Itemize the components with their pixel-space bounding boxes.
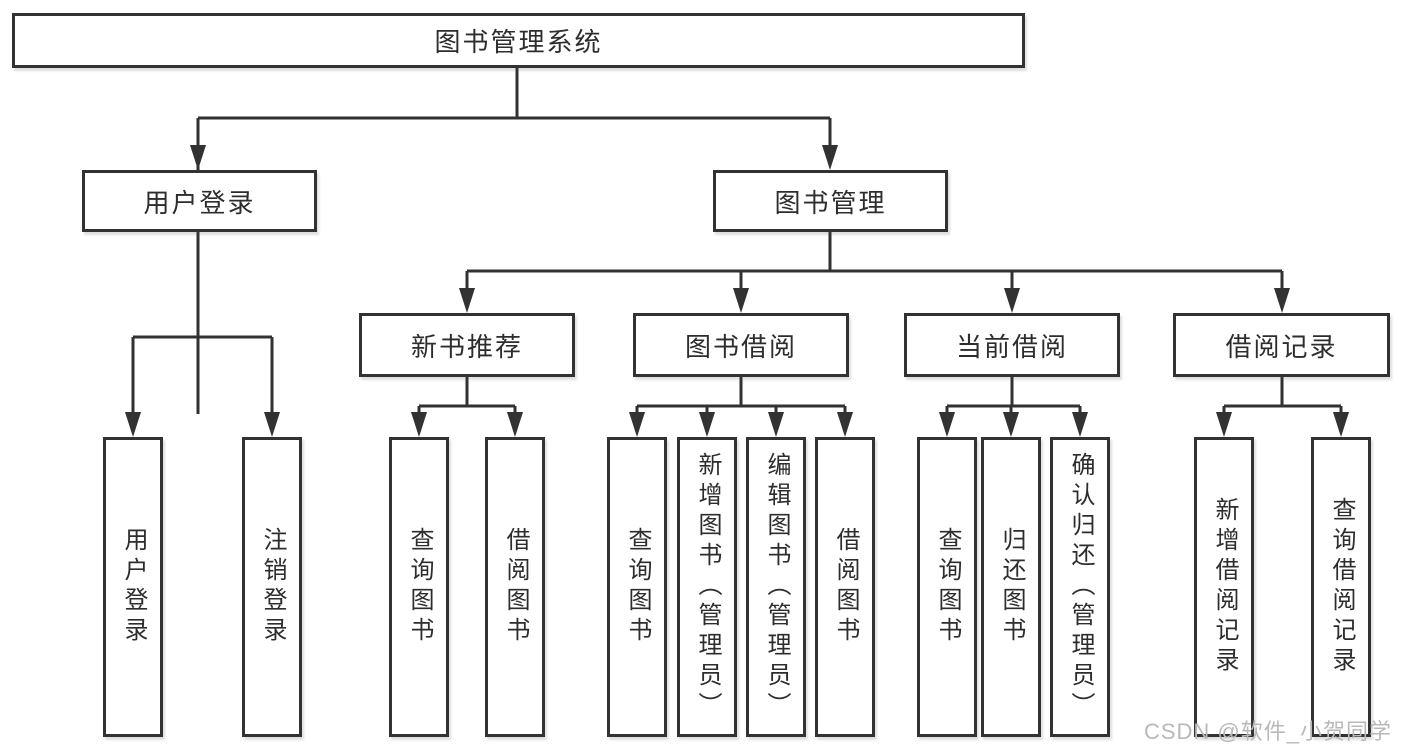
leaf-borrow-borrow-books: 借阅图书 xyxy=(815,437,875,737)
leaf-borrow-edit-books-admin: 编辑图书（管理员） xyxy=(746,437,806,737)
leaf-logout: 注销登录 xyxy=(242,437,302,737)
node-book-management: 图书管理 xyxy=(713,170,948,232)
leaf-current-query-books: 查询图书 xyxy=(917,437,977,737)
connectors-root xyxy=(190,68,838,414)
node-borrow-records: 借阅记录 xyxy=(1173,313,1390,377)
node-book-borrow: 图书借阅 xyxy=(633,313,849,377)
connectors-current-borrow xyxy=(939,377,1088,437)
leaf-records-add-record: 新增借阅记录 xyxy=(1194,437,1254,737)
connectors-new-book-recommend xyxy=(411,377,523,437)
leaf-borrow-query-books: 查询图书 xyxy=(607,437,667,737)
leaf-records-query-record: 查询借阅记录 xyxy=(1311,437,1371,737)
connectors-book-borrow xyxy=(629,377,853,437)
leaf-borrow-add-books-admin: 新增图书（管理员） xyxy=(677,437,737,737)
node-user-login: 用户登录 xyxy=(82,170,317,232)
leaf-user-login: 用户登录 xyxy=(103,437,163,737)
leaf-newbook-query-books: 查询图书 xyxy=(389,437,449,737)
connectors-user-login xyxy=(125,232,280,437)
leaf-current-return-books: 归还图书 xyxy=(981,437,1041,737)
leaf-current-confirm-return-admin: 确认归还（管理员） xyxy=(1050,437,1110,737)
connectors-borrow-records xyxy=(1216,377,1349,437)
node-current-borrow: 当前借阅 xyxy=(904,313,1120,377)
node-new-book-recommend: 新书推荐 xyxy=(359,313,575,377)
csdn-watermark: CSDN @软件_小贺同学 xyxy=(1143,719,1392,744)
connectors-book-management xyxy=(459,232,1290,313)
node-root: 图书管理系统 xyxy=(12,13,1025,68)
leaf-newbook-borrow-books: 借阅图书 xyxy=(485,437,545,737)
